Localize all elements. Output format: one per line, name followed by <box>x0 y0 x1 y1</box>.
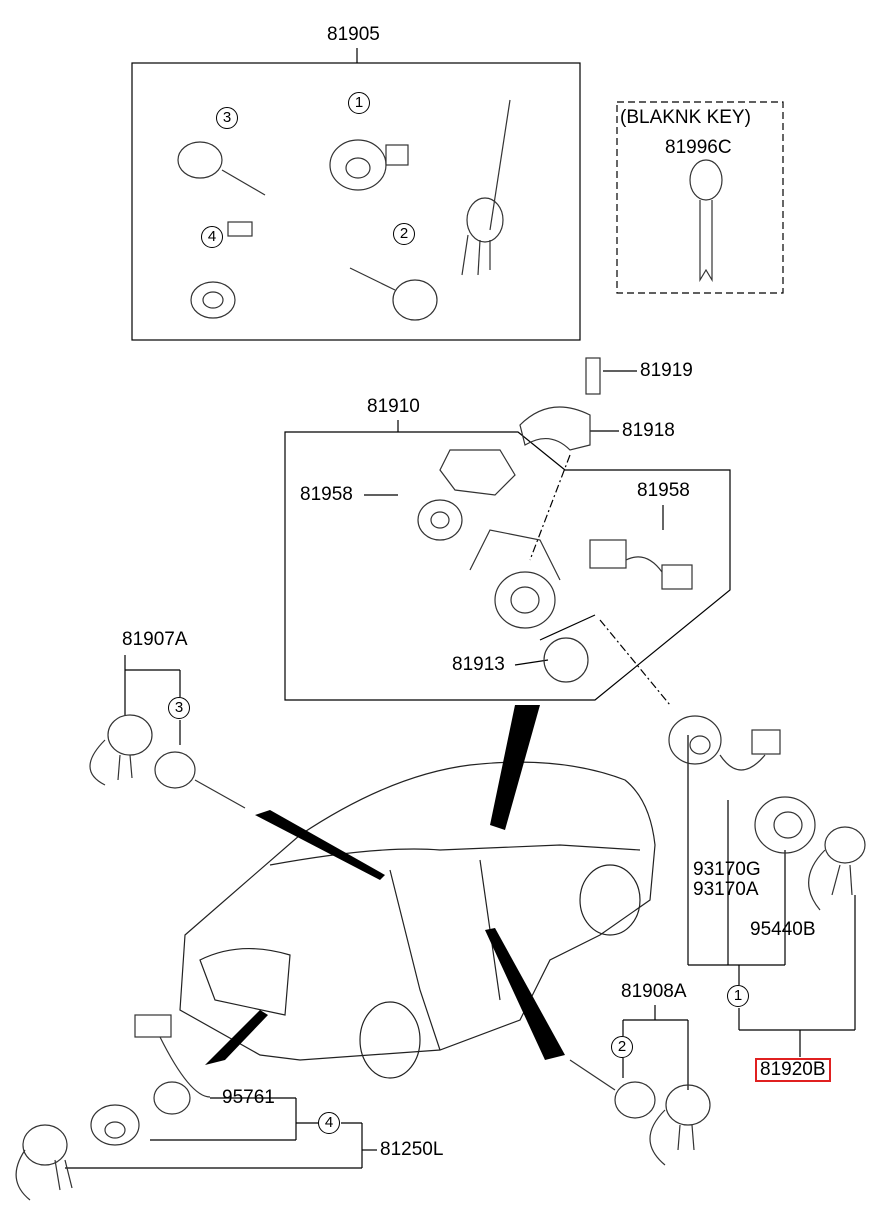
callout-4-tailgate: 4 <box>318 1112 340 1134</box>
callout-3-trunk: 3 <box>168 697 190 719</box>
callout-2-door: 2 <box>611 1036 633 1058</box>
callout-1: 1 <box>348 92 370 114</box>
blank-key-box <box>616 101 784 294</box>
assembly-box <box>131 62 581 341</box>
label-81958-right: 81958 <box>637 480 690 501</box>
label-93170a: 93170A <box>693 879 759 900</box>
callout-3: 3 <box>216 107 238 129</box>
callout-4: 4 <box>201 226 223 248</box>
label-93170g: 93170G <box>693 859 761 880</box>
label-81996c: 81996C <box>665 137 732 158</box>
label-95761: 95761 <box>222 1087 275 1108</box>
key-set-leaders <box>687 735 856 1057</box>
part-sketches <box>15 99 866 1201</box>
label-81958-left: 81958 <box>300 484 353 505</box>
callout-1-keyset: 1 <box>727 985 749 1007</box>
label-81908a: 81908A <box>621 981 687 1002</box>
label-81919: 81919 <box>640 360 693 381</box>
callout-2: 2 <box>393 223 415 245</box>
label-81250l: 81250L <box>380 1139 444 1160</box>
label-81905: 81905 <box>327 24 380 45</box>
label-blank-key-title: (BLAKNK KEY) <box>620 107 751 128</box>
pointer-arrows <box>205 705 565 1065</box>
label-81913: 81913 <box>452 654 505 675</box>
label-95440b: 95440B <box>750 919 816 940</box>
car-illustration <box>179 761 656 1079</box>
label-81918: 81918 <box>622 420 675 441</box>
label-81920b-highlighted: 81920B <box>755 1058 831 1082</box>
lock-assembly-box <box>284 431 731 701</box>
label-81910: 81910 <box>367 396 420 417</box>
label-81907a: 81907A <box>122 629 188 650</box>
